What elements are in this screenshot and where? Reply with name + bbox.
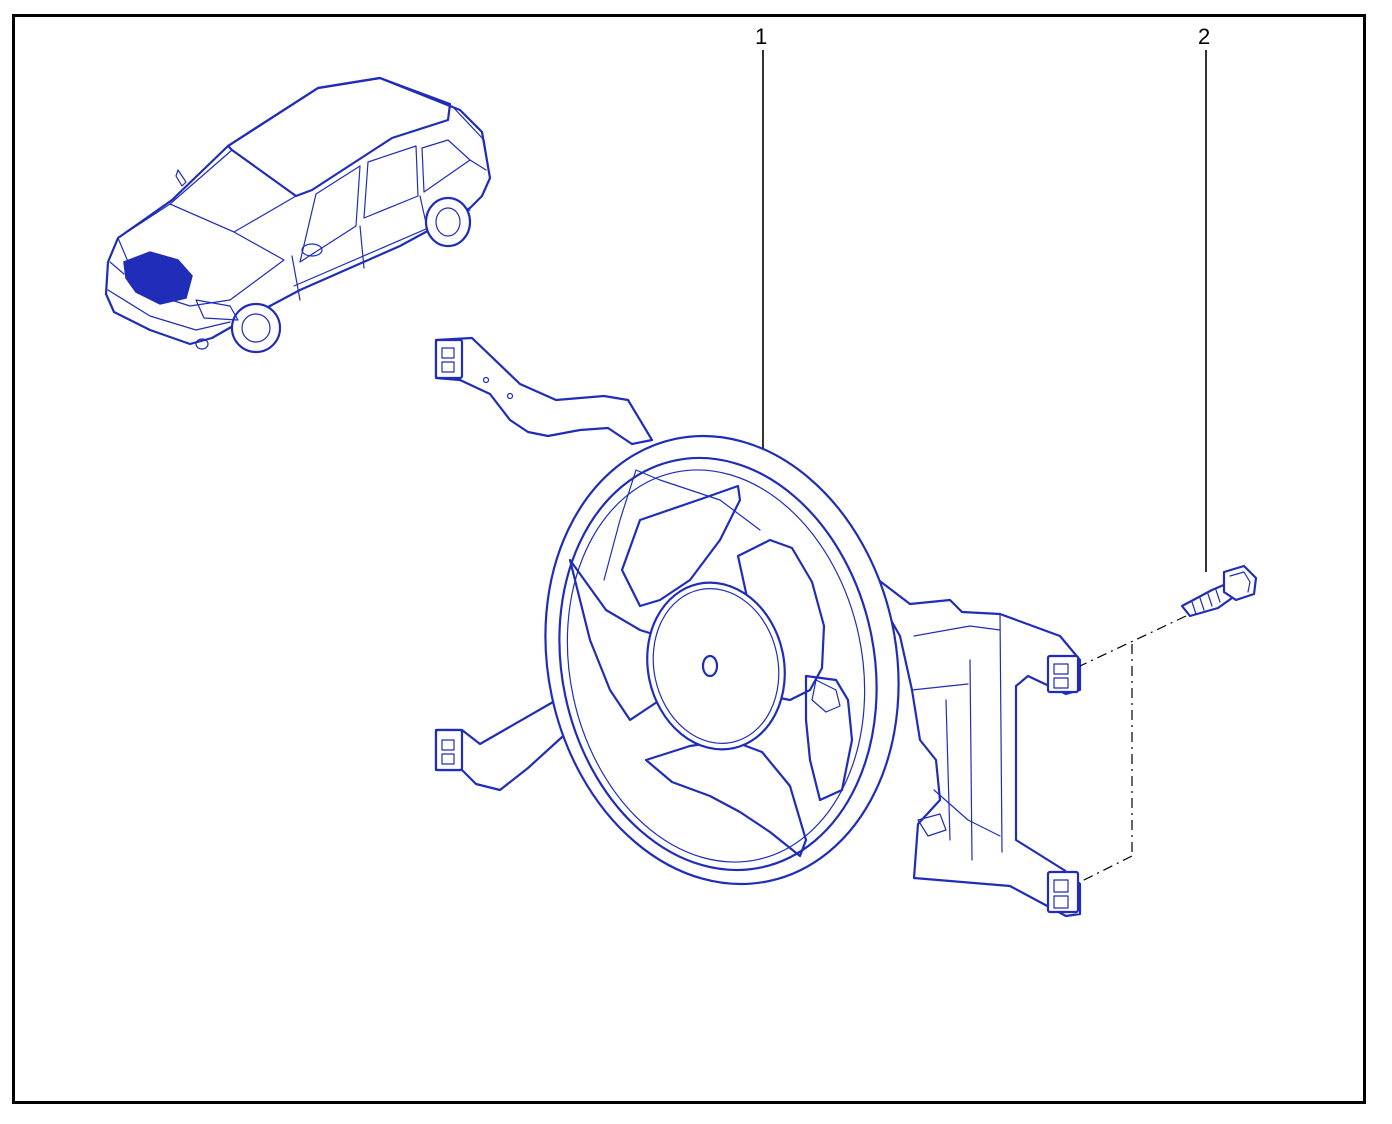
bolt-part-2: [1180, 564, 1258, 618]
callout-label-1: 1: [755, 24, 767, 49]
assembly-line: [1079, 615, 1187, 883]
vehicle-locator-illustration: [104, 76, 492, 354]
callout-1[interactable]: 1: [755, 24, 767, 460]
fan-assembly-part-1: [434, 336, 1082, 918]
callout-label-2: 2: [1198, 24, 1210, 49]
callout-2[interactable]: 2: [1198, 24, 1210, 572]
